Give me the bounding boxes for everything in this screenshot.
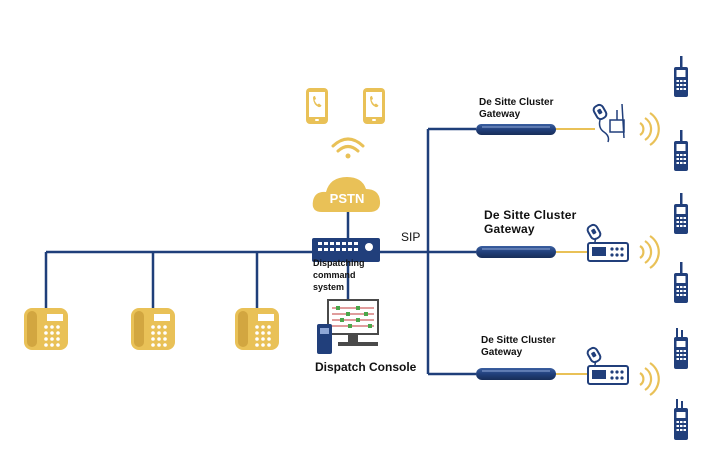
radio-icon [674, 399, 688, 440]
gateway-mid-label-line2: Gateway [484, 222, 535, 236]
gateway-device [476, 124, 556, 135]
radio-links [555, 128, 595, 375]
signal-waves-icon [638, 234, 660, 270]
radio-icon [674, 193, 688, 234]
dispatching-label-line2: command [313, 270, 356, 280]
gateway-top-label-line1: De Sitte Cluster [479, 97, 554, 108]
signal-waves-icon [638, 361, 660, 397]
radio-icon [674, 130, 688, 171]
gateway-device [476, 246, 556, 258]
cloud-icon [312, 177, 381, 212]
gateway-bot-label-line1: De Sitte Cluster [481, 335, 556, 346]
monitor-icon [317, 299, 379, 354]
dispatch-console-label: Dispatch Console [315, 360, 417, 374]
mobile-phone-icon [363, 88, 385, 124]
desk-phone-icon [24, 308, 68, 350]
signal-waves-icon [638, 111, 660, 147]
gateway-device [476, 368, 556, 380]
base-radio-icon [585, 222, 629, 262]
dispatching-label-line3: system [313, 282, 345, 292]
pstn-label: PSTN [330, 191, 365, 206]
connection-lines [44, 127, 476, 376]
desk-phone-icon [131, 308, 175, 350]
radio-icon [674, 328, 688, 369]
dispatching-label-line1: Dispatching [313, 258, 365, 268]
gateway-mid-label-line1: De Sitte Cluster [484, 208, 577, 222]
gateway-bot-label-line2: Gateway [481, 347, 523, 358]
desk-phone-icon [235, 308, 279, 350]
mobile-phone-icon [306, 88, 328, 124]
sip-label: SIP [401, 230, 421, 244]
radio-icon [674, 262, 688, 303]
gateway-top-label-line2: Gateway [479, 109, 521, 120]
handheld-mic-icon [591, 102, 625, 143]
switch-icon [312, 238, 380, 262]
base-radio-icon [585, 345, 629, 385]
wifi-icon [331, 137, 365, 159]
radio-icon [674, 56, 688, 97]
